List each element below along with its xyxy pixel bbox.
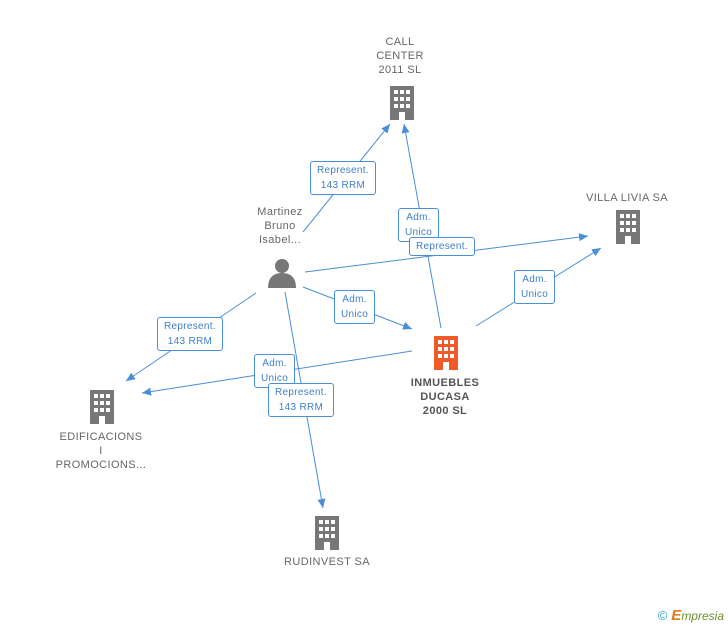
- copyright-icon: ©: [657, 608, 668, 623]
- edge-label-martinez-call-center[interactable]: Represent. 143 RRM: [310, 161, 376, 195]
- edge-label-line: Adm.: [522, 274, 547, 285]
- label-line: I: [99, 445, 103, 457]
- logo-text: mpresia: [681, 608, 724, 623]
- edge-label-line: Unico: [261, 373, 289, 384]
- node-label-inmuebles[interactable]: INMUEBLES DUCASA 2000 SL: [400, 376, 490, 418]
- node-label-rudinvest[interactable]: RUDINVEST SA: [272, 555, 382, 569]
- edge-label-martinez-villa-livia[interactable]: Represent.: [409, 237, 475, 256]
- label-line: EDIFICACIONS: [59, 431, 143, 443]
- edge-label-line: Represent.: [275, 387, 327, 398]
- edge-label-inmuebles-villa-livia[interactable]: Adm. Unico: [514, 270, 556, 304]
- label-line: DUCASA: [420, 391, 470, 403]
- building-icon[interactable]: [313, 516, 341, 550]
- node-label-martinez[interactable]: Martinez Bruno Isabel...: [240, 205, 320, 247]
- edge-label-line: Adm.: [262, 358, 287, 369]
- label-line: VILLA LIVIA SA: [585, 192, 669, 204]
- edge-label-line: Represent.: [317, 165, 369, 176]
- label-line: RUDINVEST SA: [284, 556, 370, 568]
- label-line: INMUEBLES: [410, 377, 480, 389]
- label-line: Isabel...: [258, 234, 302, 246]
- node-label-villa-livia[interactable]: VILLA LIVIA SA: [572, 191, 682, 205]
- label-line: CALL: [385, 36, 415, 48]
- building-icon[interactable]: [88, 390, 116, 424]
- label-line: Bruno: [264, 220, 296, 232]
- person-icon[interactable]: [267, 258, 297, 288]
- edge-label-martinez-inmuebles[interactable]: Adm. Unico: [334, 290, 376, 324]
- label-line: CENTER: [376, 50, 424, 62]
- edge-label-line: Represent.: [164, 321, 216, 332]
- edge-label-inmuebles-edificacions[interactable]: Adm. Unico: [254, 354, 296, 388]
- edge-label-line: 143 RRM: [278, 402, 324, 413]
- label-line: 2000 SL: [422, 405, 468, 417]
- label-line: PROMOCIONS...: [55, 459, 147, 471]
- edge-label-line: Adm.: [406, 212, 431, 223]
- empresia-logo: © E mpresia: [658, 607, 724, 624]
- node-label-edificacions[interactable]: EDIFICACIONS I PROMOCIONS...: [45, 430, 157, 472]
- building-icon[interactable]: [432, 336, 460, 370]
- building-icon[interactable]: [614, 210, 642, 244]
- label-line: Martinez: [257, 206, 303, 218]
- edge-label-line: 143 RRM: [167, 336, 213, 347]
- node-label-call-center[interactable]: CALL CENTER 2011 SL: [360, 35, 440, 77]
- label-line: 2011 SL: [378, 64, 422, 76]
- building-icon[interactable]: [388, 86, 416, 120]
- edge-label-line: Unico: [405, 227, 433, 238]
- edge-label-line: 143 RRM: [320, 180, 366, 191]
- edge-label-line: Represent.: [416, 241, 468, 252]
- logo-initial: E: [671, 607, 682, 624]
- edge-label-line: Adm.: [342, 294, 367, 305]
- edge-label-martinez-rudinvest[interactable]: Represent. 143 RRM: [268, 383, 334, 417]
- edge-label-line: Unico: [341, 309, 369, 320]
- edge-label-martinez-edificacions[interactable]: Represent. 143 RRM: [157, 317, 223, 351]
- edge-label-line: Unico: [521, 289, 549, 300]
- edge-label-inmuebles-call-center[interactable]: Adm. Unico: [398, 208, 440, 242]
